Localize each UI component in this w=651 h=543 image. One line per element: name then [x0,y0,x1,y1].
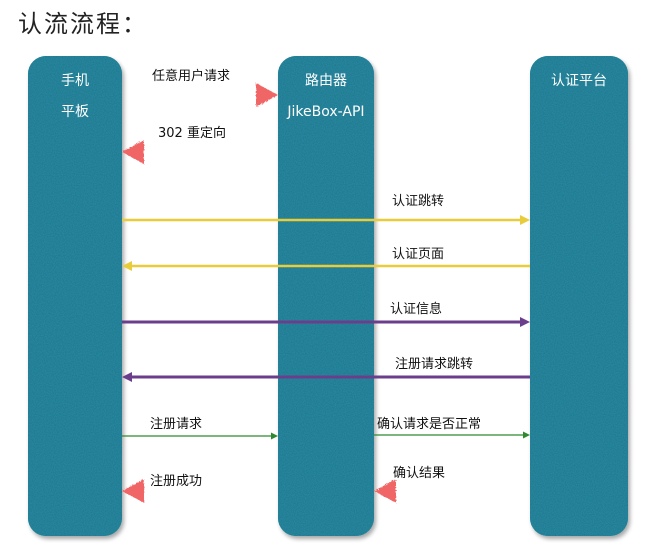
lane-auth: 认证平台 [530,56,628,536]
message-2: 认证跳转 [122,194,530,225]
message-8-label: 确认结果 [393,466,445,481]
lane-phone-label-0: 手机 [61,73,89,89]
lane-auth-label-0: 认证平台 [551,73,607,89]
message-0-arrow-head [256,83,278,107]
message-6-arrow-head [271,432,278,440]
message-0-label: 任意用户请求 [152,68,230,84]
lane-router-texture [278,56,374,536]
message-4-arrow-head [520,317,530,327]
message-4-label: 认证信息 [390,301,442,317]
message-3-label: 认证页面 [392,247,444,262]
message-2-label: 认证跳转 [392,194,444,209]
message-9: 注册成功 [122,474,278,503]
message-8-arrow-head [374,479,396,503]
message-3-arrow-head [122,261,132,271]
lane-router-label-0: 路由器 [305,73,347,89]
lane-auth-texture [530,56,628,536]
lane-router-label-1: JikeBox-API [286,104,364,120]
message-1: 302 重定向 [122,125,278,164]
message-6: 注册请求 [122,417,278,440]
lane-phone-texture [28,56,122,536]
message-5-arrow-head [122,372,132,382]
message-1-label: 302 重定向 [158,125,226,141]
message-6-label: 注册请求 [150,417,202,432]
message-9-arrow-head [122,479,144,503]
lane-phone-label-1: 平板 [61,104,89,120]
message-7-label: 确认请求是否正常 [377,417,481,432]
message-9-label: 注册成功 [150,474,202,489]
message-3: 认证页面 [122,247,530,271]
lane-router: 路由器 JikeBox-API [278,56,374,536]
message-7-arrow-head [523,431,530,439]
message-8: 确认结果 [374,466,530,503]
message-5: 注册请求跳转 [122,357,530,382]
message-1-arrow-head [122,140,144,164]
page-title: 认流流程： [18,10,148,38]
message-2-arrow-head [520,215,530,225]
message-0: 任意用户请求 [122,68,278,107]
message-7: 确认请求是否正常 [374,417,530,439]
message-4: 认证信息 [122,301,530,327]
message-5-label: 注册请求跳转 [395,357,473,372]
